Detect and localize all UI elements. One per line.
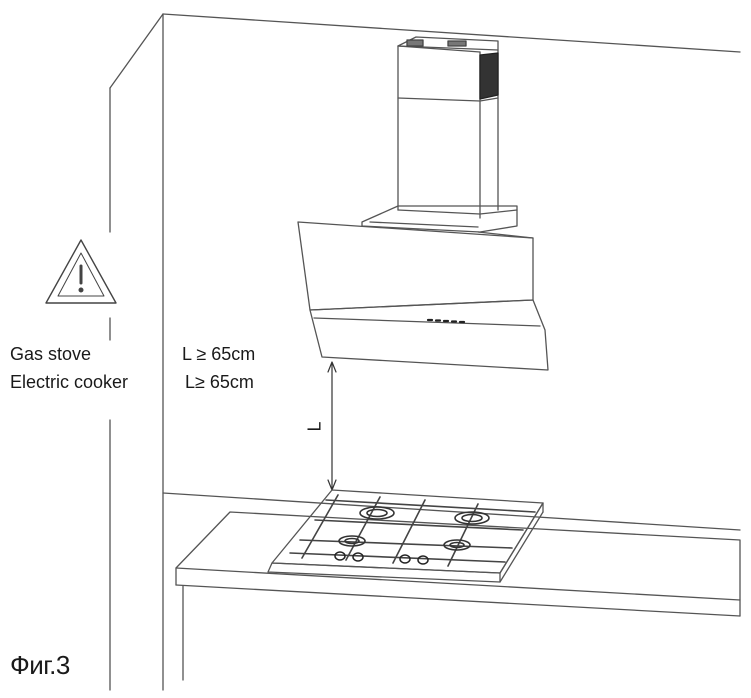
gas-stove-label: Gas stove <box>10 344 92 364</box>
gas-stove-condition: L ≥ 65cm <box>182 344 256 364</box>
control-knobs <box>334 551 429 565</box>
wall-outline <box>109 13 741 691</box>
chimney-duct <box>397 36 499 219</box>
electric-cooker-condition: L≥ 65cm <box>185 372 254 392</box>
control-buttons <box>426 318 466 324</box>
dimension-label: L <box>304 421 325 432</box>
warning-triangle-icon <box>45 239 117 304</box>
dimension-arrow <box>327 361 337 491</box>
electric-cooker-label: Electric cooker <box>10 372 129 392</box>
countertop <box>175 511 741 681</box>
gas-hob <box>267 489 544 583</box>
hob-grates <box>289 494 536 567</box>
burners <box>338 506 490 551</box>
figure-caption: Фиг.3 <box>10 650 70 680</box>
hood-panel <box>297 221 549 371</box>
